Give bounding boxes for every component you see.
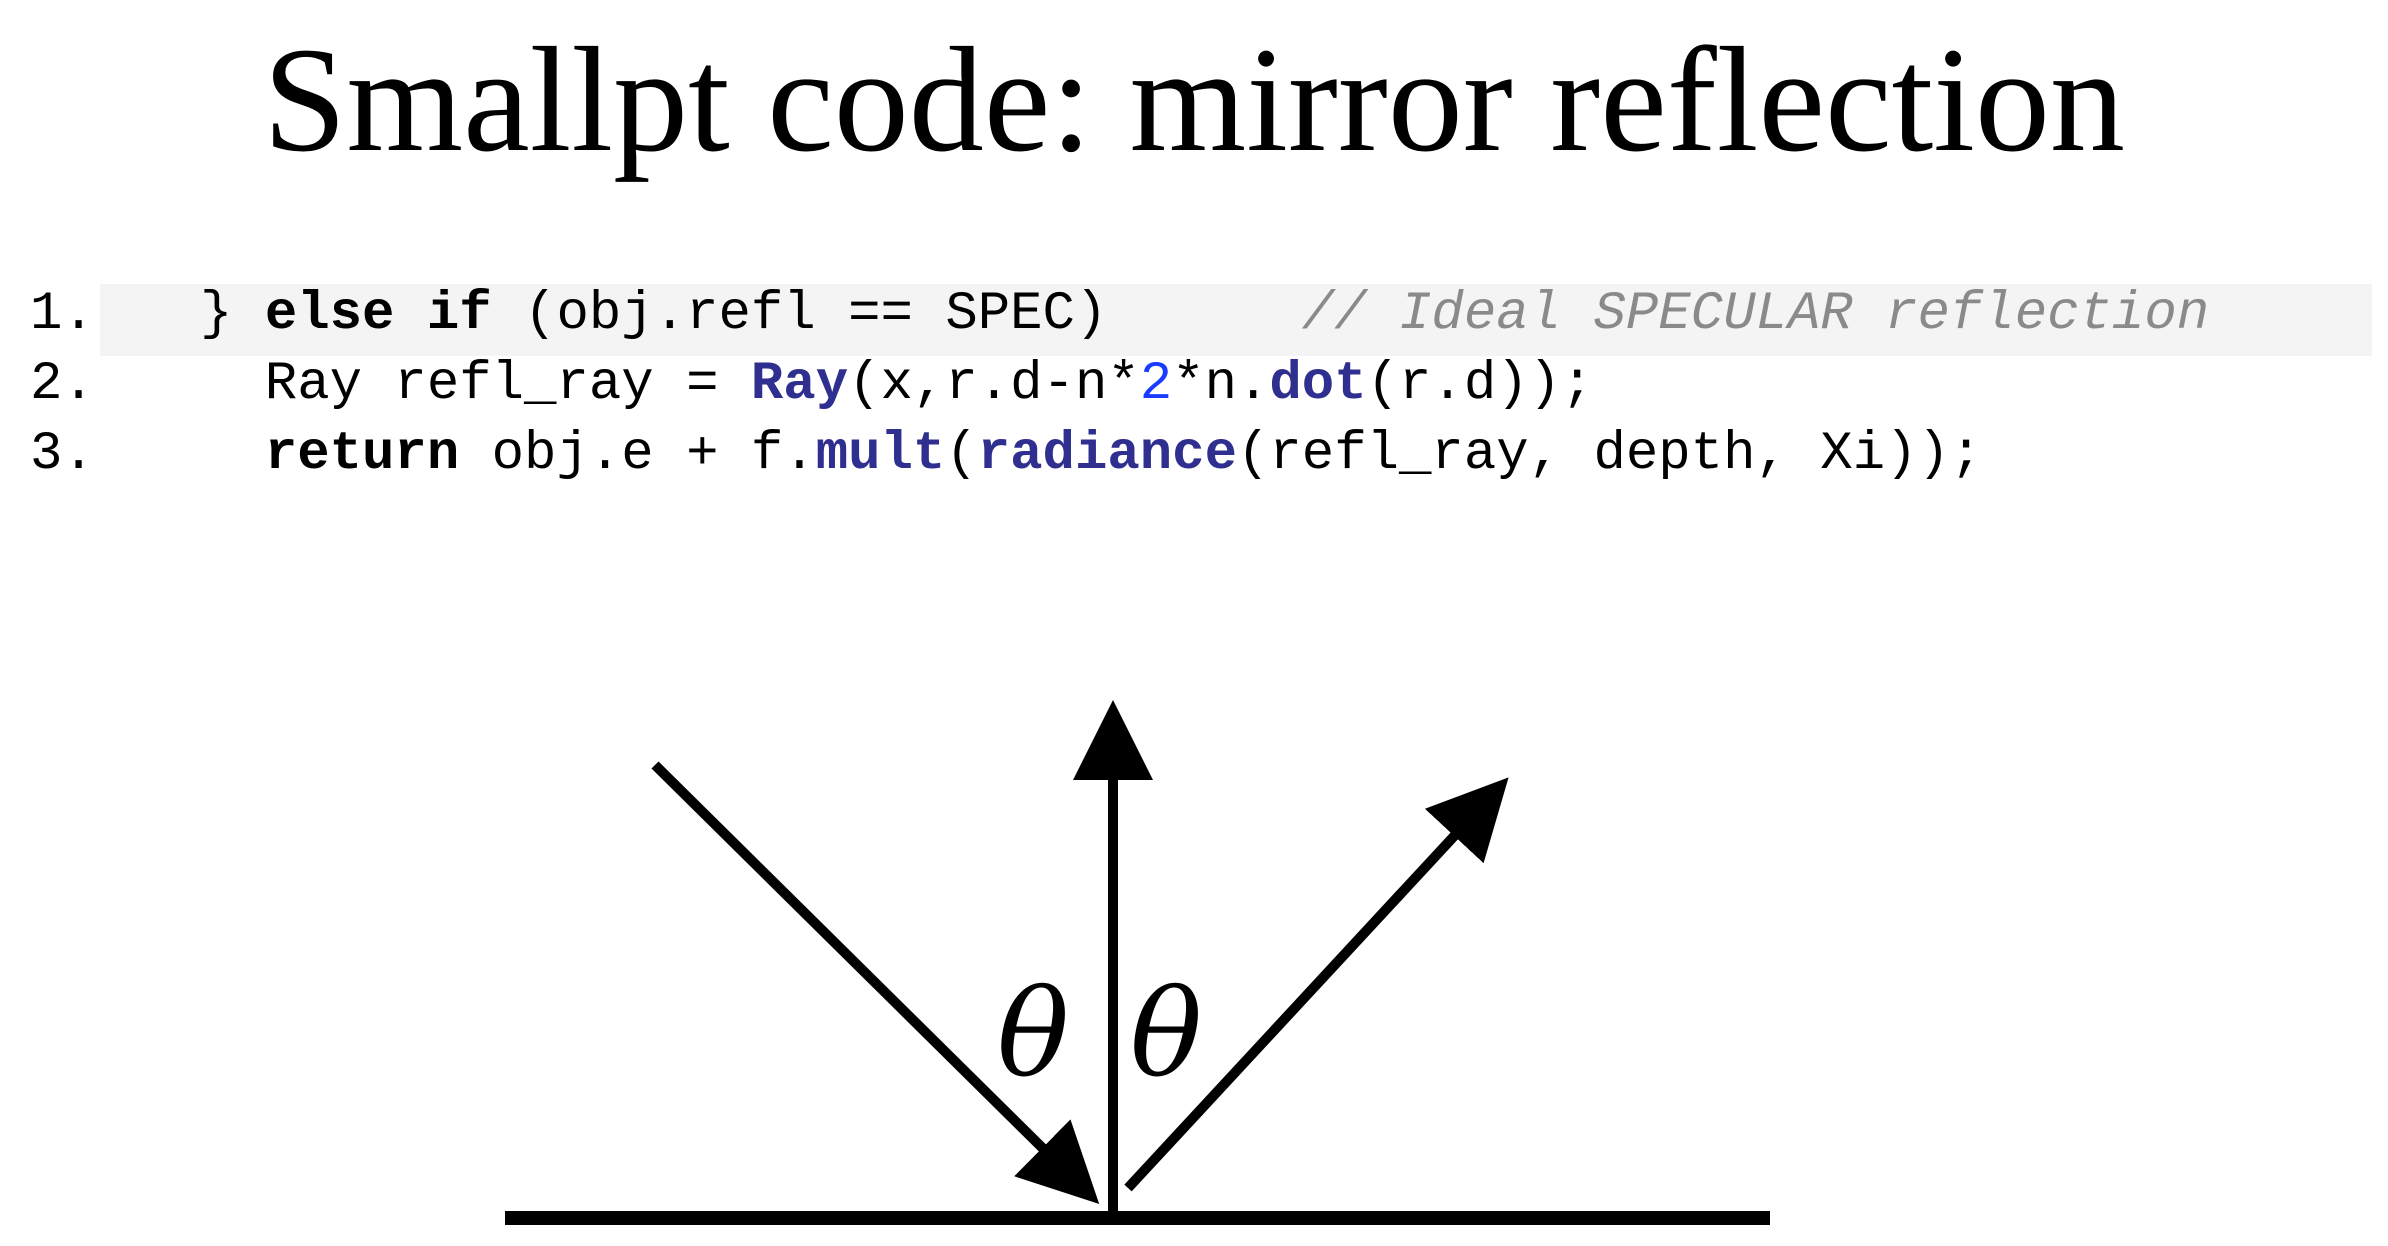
code-token: (obj.refl == SPEC) — [491, 284, 1302, 345]
code-token: dot — [1269, 354, 1367, 415]
code-token: 2 — [1139, 354, 1173, 415]
code-token: else if — [264, 284, 492, 345]
code-token: Ray refl_ray = — [200, 354, 751, 415]
line-code: Ray refl_ray = Ray(x,r.d-n*2*n.dot(r.d))… — [200, 350, 1594, 420]
code-line-2: 2. Ray refl_ray = Ray(x,r.d-n*2*n.dot(r.… — [0, 350, 2388, 420]
incident-ray-arrow — [651, 761, 1100, 1205]
code-line-1: 1. } else if (obj.refl == SPEC) // Ideal… — [0, 280, 2388, 356]
line-highlight — [100, 284, 2372, 356]
line-code: return obj.e + f.mult(radiance(refl_ray,… — [200, 420, 1983, 490]
code-listing: 1. } else if (obj.refl == SPEC) // Ideal… — [0, 280, 2388, 490]
code-token: (refl_ray, depth, Xi)); — [1237, 424, 1983, 485]
code-token: } — [200, 284, 265, 345]
reflected-ray-arrow — [1124, 777, 1509, 1192]
code-token: return — [264, 424, 460, 485]
code-token: (r.d)); — [1366, 354, 1594, 415]
code-token: (x,r.d-n* — [848, 354, 1140, 415]
code-token: obj.e + f. — [459, 424, 816, 485]
line-number: 3. — [30, 424, 95, 485]
code-token: radiance — [977, 424, 1237, 485]
code-token: Ray — [750, 354, 849, 415]
line-number: 1. — [30, 284, 95, 345]
code-token: *n. — [1172, 354, 1270, 415]
slide-title: Smallpt code: mirror reflection — [263, 17, 2125, 183]
code-token: ( — [945, 424, 978, 485]
code-line-3: 3. return obj.e + f.mult(radiance(refl_r… — [0, 420, 2388, 490]
code-token: mult — [815, 424, 946, 485]
line-code: } else if (obj.refl == SPEC) // Ideal SP… — [200, 280, 2209, 350]
line-number: 2. — [30, 354, 95, 415]
angle-label-right: θ — [1130, 965, 1202, 1104]
code-token: // Ideal SPECULAR reflection — [1301, 284, 2210, 345]
angle-label-left: θ — [997, 965, 1069, 1104]
